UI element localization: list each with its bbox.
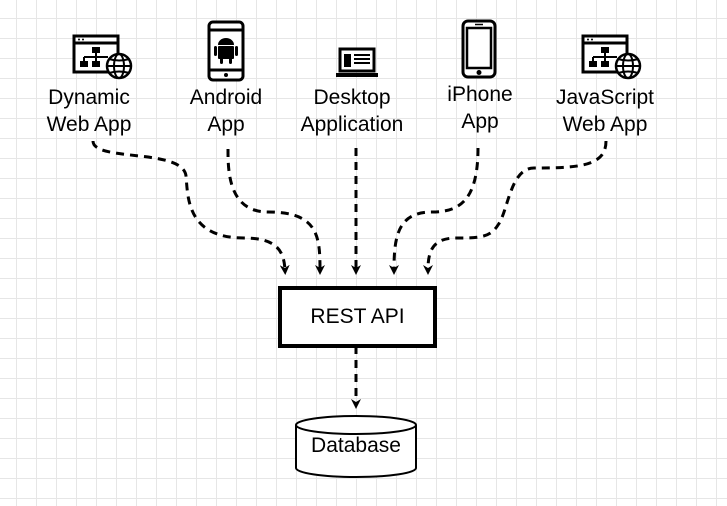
client-label-line1: Desktop <box>313 86 391 109</box>
client-label-iphone-app: iPhone App <box>430 81 530 135</box>
arrow-dynamic-web-app-to-rest-api <box>91 140 290 275</box>
rest-api-label: REST API <box>310 305 405 328</box>
client-label-line1: JavaScript <box>555 86 655 109</box>
arrow-android-app-to-rest-api <box>226 148 325 275</box>
client-label-android-app: Android App <box>176 84 276 138</box>
client-label-line2: App <box>461 110 499 133</box>
client-label-desktop-application: Desktop Application <box>286 84 418 138</box>
client-label-line2: App <box>207 113 245 136</box>
iphone-icon <box>461 19 497 79</box>
web-app-globe-icon <box>72 34 133 80</box>
desktop-application-icon <box>336 47 378 77</box>
rest-api-node: REST API <box>278 286 437 348</box>
client-label-dynamic-web-app: Dynamic Web App <box>28 84 150 138</box>
web-app-globe-icon <box>581 34 642 80</box>
client-label-line1: iPhone <box>447 83 513 106</box>
client-label-line2: Application <box>300 113 404 136</box>
database-label: Database <box>311 434 401 457</box>
client-label-line2: Web App <box>562 113 648 136</box>
arrow-iphone-app-to-rest-api <box>389 147 480 275</box>
client-label-javascript-web-app: JavaScript Web App <box>540 84 670 138</box>
arrow-javascript-web-app-to-rest-api <box>423 140 608 275</box>
client-label-line2: Web App <box>46 113 132 136</box>
android-phone-icon <box>207 20 245 82</box>
client-label-line1: Dynamic <box>48 86 130 109</box>
client-label-line1: Android <box>189 86 263 109</box>
database-cylinder <box>295 415 417 478</box>
